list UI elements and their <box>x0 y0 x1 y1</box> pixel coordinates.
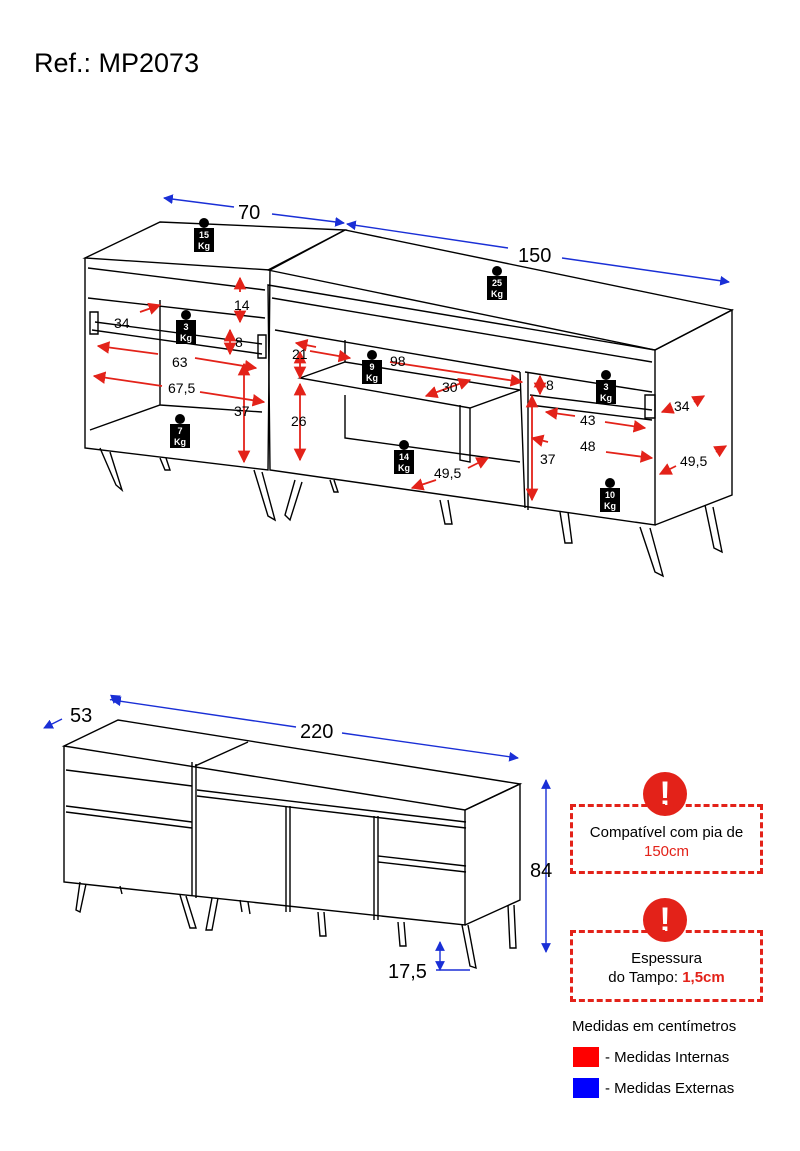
weight-badge-4: 7 Kg <box>170 414 190 448</box>
weight-badge-2: 25 Kg <box>487 266 507 300</box>
dimension-internal-2: 34 <box>114 315 130 331</box>
dimension-internal-9: 26 <box>291 413 307 429</box>
thickness-value: 1,5cm <box>682 969 725 986</box>
dimension-width-right: 150 <box>518 245 551 267</box>
dimension-internal-15: 48 <box>580 438 596 454</box>
dimension-foot-height: 17,5 <box>388 961 427 983</box>
dimension-internal-16: 37 <box>540 451 556 467</box>
weight-icon <box>601 370 611 380</box>
front-furniture <box>61 719 523 970</box>
weight-badge-1: 15 Kg <box>194 218 214 252</box>
dimension-internal-17: 49,5 <box>680 453 707 469</box>
exclamation-icon: ! <box>643 772 687 816</box>
dimension-internal-13: 43 <box>580 412 596 428</box>
external-dimensions-top <box>163 194 730 286</box>
sink-notice-size: 150cm <box>643 843 690 860</box>
dimension-internal-12: 8 <box>546 377 554 393</box>
weight-icon <box>181 310 191 320</box>
dimension-total-width: 220 <box>300 721 333 743</box>
thickness-notice-line1: Espessura <box>631 950 702 967</box>
top-thickness-notice: Espessura do Tampo: 1,5cm <box>570 930 763 1002</box>
thickness-notice-line2: do Tampo: 1,5cm <box>608 969 725 986</box>
svg-text:25: 25 <box>492 278 502 288</box>
svg-text:14: 14 <box>399 452 409 462</box>
dimension-internal-3: 8 <box>235 334 243 350</box>
dimension-internal-1: 14 <box>234 297 250 313</box>
svg-text:Kg: Kg <box>398 463 410 473</box>
legend-swatch-external <box>573 1078 599 1098</box>
svg-text:Kg: Kg <box>600 393 612 403</box>
svg-text:15: 15 <box>199 230 209 240</box>
dimension-internal-14: 34 <box>674 398 690 414</box>
weight-icon <box>492 266 502 276</box>
weight-badge-6: 14 Kg <box>394 440 414 474</box>
dimension-internal-7: 21 <box>292 346 308 362</box>
svg-text:Kg: Kg <box>180 333 192 343</box>
reference-code: Ref.: MP2073 <box>34 48 200 78</box>
weight-badge-7: 3 Kg <box>596 370 616 404</box>
weight-badge-8: 10 Kg <box>600 478 620 512</box>
dimension-width-left: 70 <box>238 202 260 224</box>
weight-icon <box>175 414 185 424</box>
perspective-furniture <box>82 221 735 578</box>
svg-text:Kg: Kg <box>174 437 186 447</box>
exclamation-icon: ! <box>643 898 687 942</box>
sink-compatibility-notice: Compatível com pia de 150cm <box>570 804 763 874</box>
svg-text:9: 9 <box>369 362 374 372</box>
svg-text:3: 3 <box>183 322 188 332</box>
svg-text:Kg: Kg <box>366 373 378 383</box>
internal-dimension-lines <box>92 276 728 502</box>
dimension-internal-6: 37 <box>234 403 250 419</box>
svg-text:7: 7 <box>177 426 182 436</box>
svg-text:10: 10 <box>605 490 615 500</box>
dimension-internal-11: 49,5 <box>434 465 461 481</box>
svg-text:Kg: Kg <box>491 289 503 299</box>
dimension-internal-8: 98 <box>390 353 406 369</box>
weight-icon <box>199 218 209 228</box>
weight-badge-5: 9 Kg <box>362 350 382 384</box>
dimension-internal-10: 30 <box>442 379 458 395</box>
dimension-depth: 53 <box>70 705 92 727</box>
weight-icon <box>367 350 377 360</box>
external-dimensions-front <box>43 694 551 971</box>
weight-icon <box>399 440 409 450</box>
weight-icon <box>605 478 615 488</box>
legend-internal: - Medidas Internas <box>573 1047 729 1067</box>
legend-external: - Medidas Externas <box>573 1078 734 1098</box>
sink-notice-line1: Compatível com pia de <box>589 824 744 841</box>
svg-text:Kg: Kg <box>198 241 210 251</box>
dimension-internal-5: 67,5 <box>168 380 195 396</box>
svg-text:3: 3 <box>603 382 608 392</box>
legend-swatch-internal <box>573 1047 599 1067</box>
dimension-height: 84 <box>530 860 552 882</box>
legend-title: Medidas em centímetros <box>572 1018 737 1035</box>
weight-badge-3: 3 Kg <box>176 310 196 344</box>
dimension-internal-4: 63 <box>172 354 188 370</box>
svg-text:Kg: Kg <box>604 501 616 511</box>
